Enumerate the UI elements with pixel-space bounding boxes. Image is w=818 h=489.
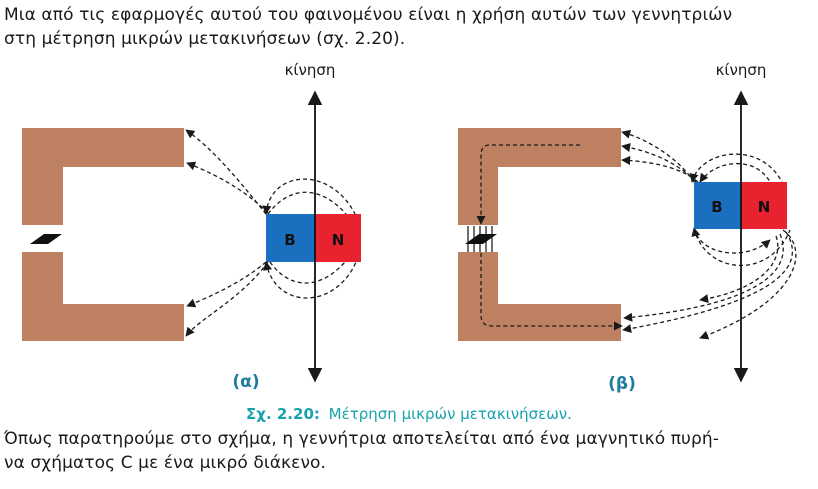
panel-a: B N κίνηση (α) <box>22 61 361 392</box>
core-flux-b <box>476 144 623 331</box>
c-core-b <box>458 128 621 225</box>
magnet-b-label-a: B <box>284 231 295 249</box>
field-lines-a <box>185 129 357 337</box>
panel-label-b: (β) <box>608 374 636 394</box>
gap-sensor-a <box>30 234 62 244</box>
gap-sensor-b <box>465 234 497 244</box>
magnet-b-a <box>266 214 315 262</box>
intro-paragraph: Μια από τις εφαρμογές αυτού του φαινομέν… <box>4 3 732 51</box>
c-core-a-lower <box>22 252 184 341</box>
panel-b: B N κίνηση (β) <box>458 61 797 394</box>
c-core-b-lower <box>458 252 621 341</box>
outro-line-1: Όπως παρατηρούμε στο σχήμα, η γεννήτρια … <box>4 429 719 449</box>
caption-text: Μέτρηση μικρών μετακινήσεων. <box>329 405 572 423</box>
figure-caption: Σχ. 2.20: Μέτρηση μικρών μετακινήσεων. <box>246 405 572 423</box>
intro-line-2: στη μέτρηση μικρών μετακινήσεων (σχ. 2.2… <box>4 29 406 49</box>
magnet-b-label-b: B <box>711 198 722 216</box>
field-lines-b <box>621 129 797 340</box>
magnet-n-a <box>315 214 361 262</box>
caption-number: Σχ. 2.20: <box>246 405 320 423</box>
outro-paragraph: Όπως παρατηρούμε στο σχήμα, η γεννήτρια … <box>4 427 719 475</box>
magnet-n-label-b: N <box>758 198 771 216</box>
magnet-n-label-a: N <box>332 231 345 249</box>
magnet-b-b <box>694 182 741 229</box>
magnet-n-b <box>741 182 787 229</box>
intro-line-1: Μια από τις εφαρμογές αυτού του φαινομέν… <box>4 5 733 25</box>
outro-line-2: να σχήματος C με ένα μικρό διάκενο. <box>4 453 327 473</box>
motion-label-a: κίνηση <box>285 61 336 79</box>
motion-label-b: κίνηση <box>716 61 767 79</box>
c-core-a <box>22 128 184 225</box>
panel-label-a: (α) <box>232 372 259 392</box>
gap-flux-b <box>467 226 493 252</box>
